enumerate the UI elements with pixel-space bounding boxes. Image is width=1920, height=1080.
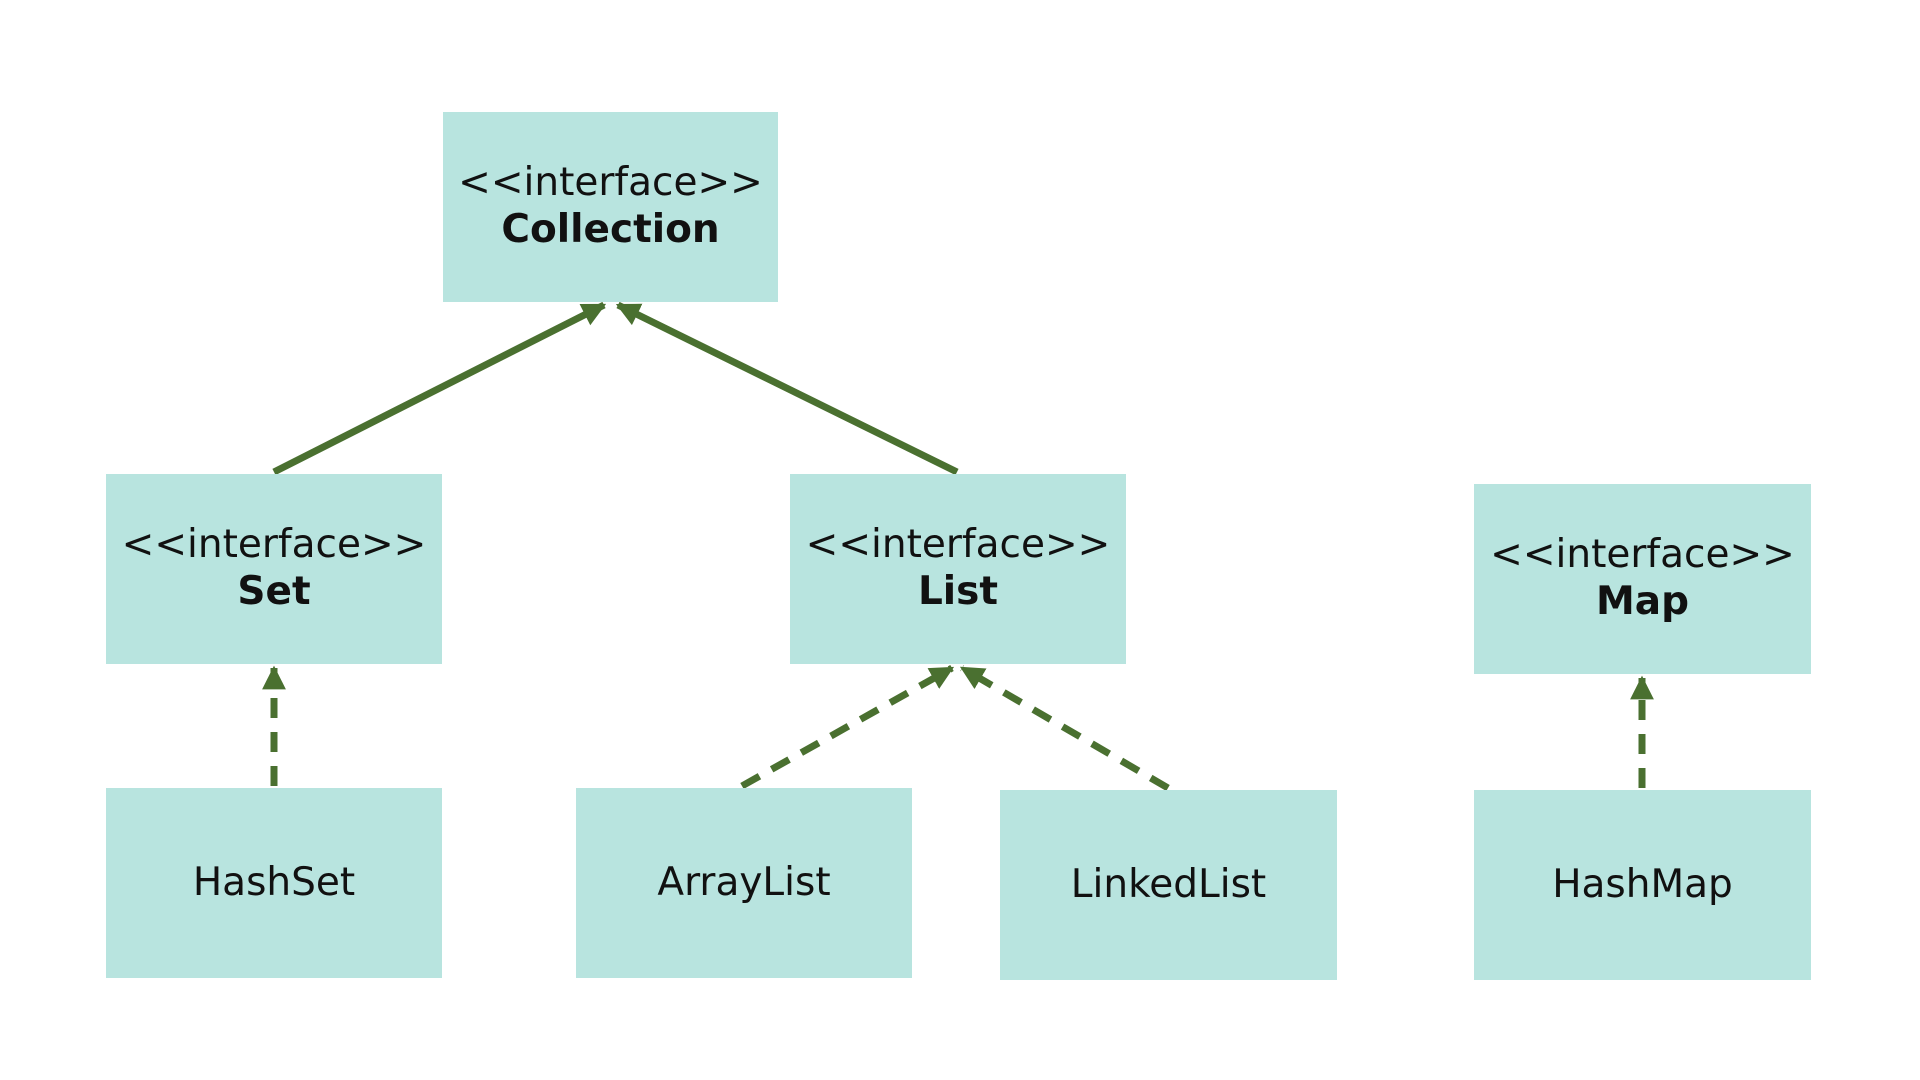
node-set: <<interface>> Set bbox=[106, 474, 442, 664]
set-stereotype: <<interface>> bbox=[121, 522, 427, 567]
list-name: List bbox=[917, 569, 999, 614]
edge-linkedlist-to-list bbox=[959, 664, 1170, 792]
linkedlist-name: LinkedList bbox=[1070, 862, 1267, 907]
set-name: Set bbox=[237, 569, 311, 614]
hashset-name: HashSet bbox=[192, 860, 356, 905]
arraylist-name: ArrayList bbox=[657, 860, 831, 905]
node-collection: <<interface>> Collection bbox=[443, 112, 778, 302]
node-hashmap: HashMap bbox=[1474, 790, 1811, 980]
edge-arraylist-to-list bbox=[740, 664, 955, 790]
node-map: <<interface>> Map bbox=[1474, 484, 1811, 674]
node-arraylist: ArrayList bbox=[576, 788, 912, 978]
node-hashset: HashSet bbox=[106, 788, 442, 978]
node-list: <<interface>> List bbox=[790, 474, 1126, 664]
hashmap-name: HashMap bbox=[1552, 862, 1733, 907]
edge-list-to-collection bbox=[615, 301, 959, 476]
map-stereotype: <<interface>> bbox=[1490, 532, 1795, 577]
map-name: Map bbox=[1595, 579, 1690, 624]
list-stereotype: <<interface>> bbox=[805, 522, 1111, 567]
edge-set-to-collection bbox=[272, 301, 607, 476]
collection-stereotype: <<interface>> bbox=[458, 160, 763, 205]
collection-name: Collection bbox=[501, 207, 720, 252]
node-linkedlist: LinkedList bbox=[1000, 790, 1337, 980]
